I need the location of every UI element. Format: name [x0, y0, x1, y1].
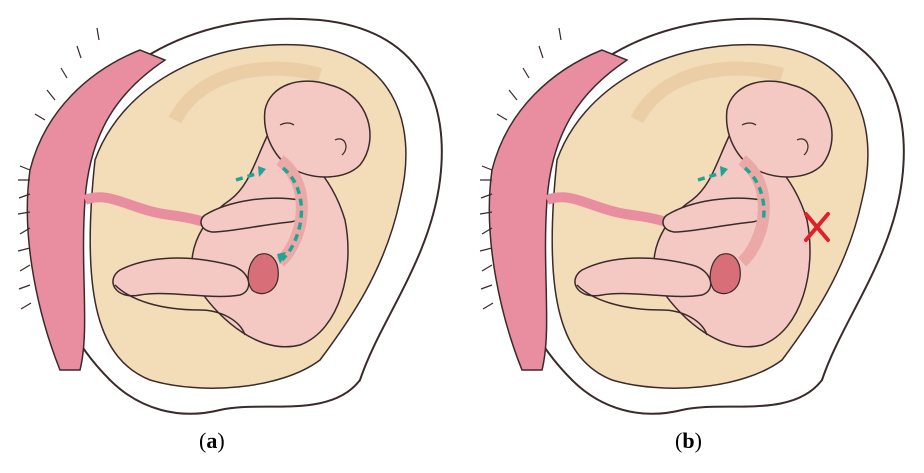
diagram-panel-a	[0, 0, 462, 473]
caption-a: (a)	[199, 428, 225, 454]
caption-letter: a	[206, 428, 217, 453]
fetal-gut	[710, 254, 740, 294]
caption-close: )	[695, 428, 702, 453]
fetal-gut	[248, 254, 278, 294]
caption-b: (b)	[675, 428, 702, 454]
diagram-panel-b	[462, 0, 924, 473]
fetus-illustration-b	[462, 0, 924, 473]
caption-close: )	[217, 428, 224, 453]
caption-letter: b	[682, 428, 694, 453]
fetus-illustration-a	[0, 0, 462, 473]
